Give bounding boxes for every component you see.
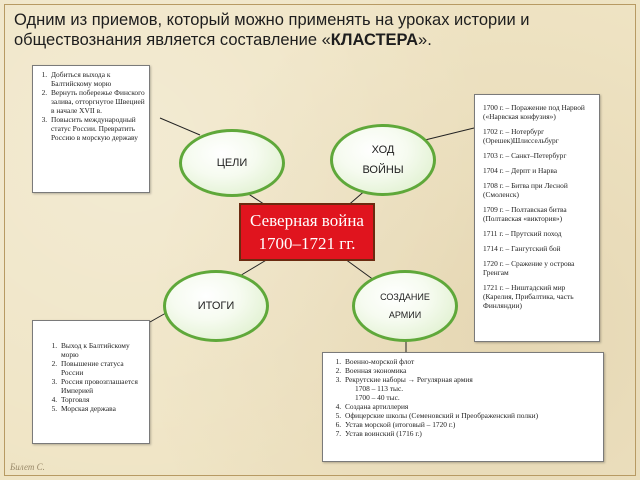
course-event: 1702 г. – Нотербург (Орешек)Шлиссельбург [483,127,559,145]
army-oval: СОЗДАНИЕ АРМИИ [352,270,458,342]
army-item: Офицерские школы (Семеновский и Преображ… [343,411,599,420]
results-item: Торговля [59,395,146,404]
results-item: Выход к Балтийскому морю [59,341,146,359]
results-item: Морская держава [59,404,146,413]
course-event: 1704 г. – Дерпт и Нарва [483,166,557,175]
army-item: Устав воинский (1716 г.) [343,429,599,438]
goals-item: Вернуть побережье Финского залива, оттор… [49,88,146,115]
course-event: 1703 г. – Санкт–Петербург [483,151,567,160]
title-text-end: ». [418,31,432,49]
course-event: 1711 г. – Прутский поход [483,229,562,238]
course-event: 1714 г. – Гангутский бой [483,244,561,253]
course-oval: ХОД ВОЙНЫ [330,124,436,196]
goals-item: Добиться выхода к Балтийскому морю [49,70,146,88]
army-sub-item: 1708 – 113 тыс. [355,384,404,393]
slide-frame [4,4,636,476]
connector-goals-panel [159,117,201,136]
army-item: Военно-морской флот [343,357,599,366]
center-topic-box: Северная война 1700–1721 гг. [239,203,375,261]
course-event: 1700 г. – Поражение под Нарвой («Нарвска… [483,103,585,121]
results-item: Повышение статуса России [59,359,146,377]
course-event: 1720 г. – Сражение у острова Гренгам [483,259,575,277]
course-oval-label: ХОД ВОЙНЫ [362,144,404,176]
course-event: 1708 г. – Битва при Лесной (Смоленск) [483,181,568,199]
army-item: Создана артиллерия [343,402,599,411]
results-oval: ИТОГИ [163,270,269,342]
results-oval-label: ИТОГИ [197,300,235,312]
army-item: Устав морской (итоговый – 1720 г.) [343,420,599,429]
army-sub-item: 1700 – 40 тыс. [355,393,400,402]
army-item: Рекрутские наборы → Регулярная армия 170… [343,375,599,402]
connector-course-panel [424,127,475,141]
goals-item: Повысить международный статус России. Пр… [49,115,146,142]
goals-oval: ЦЕЛИ [179,129,285,197]
course-panel: 1700 г. – Поражение под Нарвой («Нарвска… [474,94,600,342]
course-event: 1721 г. – Ништадский мир (Карелия, Приба… [483,283,574,310]
army-oval-label: СОЗДАНИЕ АРМИИ [380,292,430,320]
army-item-text: Рекрутские наборы → Регулярная армия [345,375,473,384]
results-item: Россия провозглашается Империей [59,377,146,395]
goals-oval-label: ЦЕЛИ [216,157,248,169]
title-highlight: КЛАСТЕРА [330,31,419,49]
slide-title: Одним из приемов, который можно применят… [14,10,624,50]
center-dates: 1700–1721 гг. [258,234,356,253]
army-panel: Военно-морской флот Военная экономика Ре… [322,352,604,462]
author-signature: Билет С. [10,462,45,472]
course-event: 1709 г. – Полтавская битва (Полтавская «… [483,205,567,223]
center-title: Северная война [250,211,364,230]
goals-panel: Добиться выхода к Балтийскому морю Верну… [32,65,150,193]
title-text: Одним из приемов, который можно применят… [14,11,530,49]
results-panel: Выход к Балтийскому морю Повышение стату… [32,320,150,444]
army-item: Военная экономика [343,366,599,375]
